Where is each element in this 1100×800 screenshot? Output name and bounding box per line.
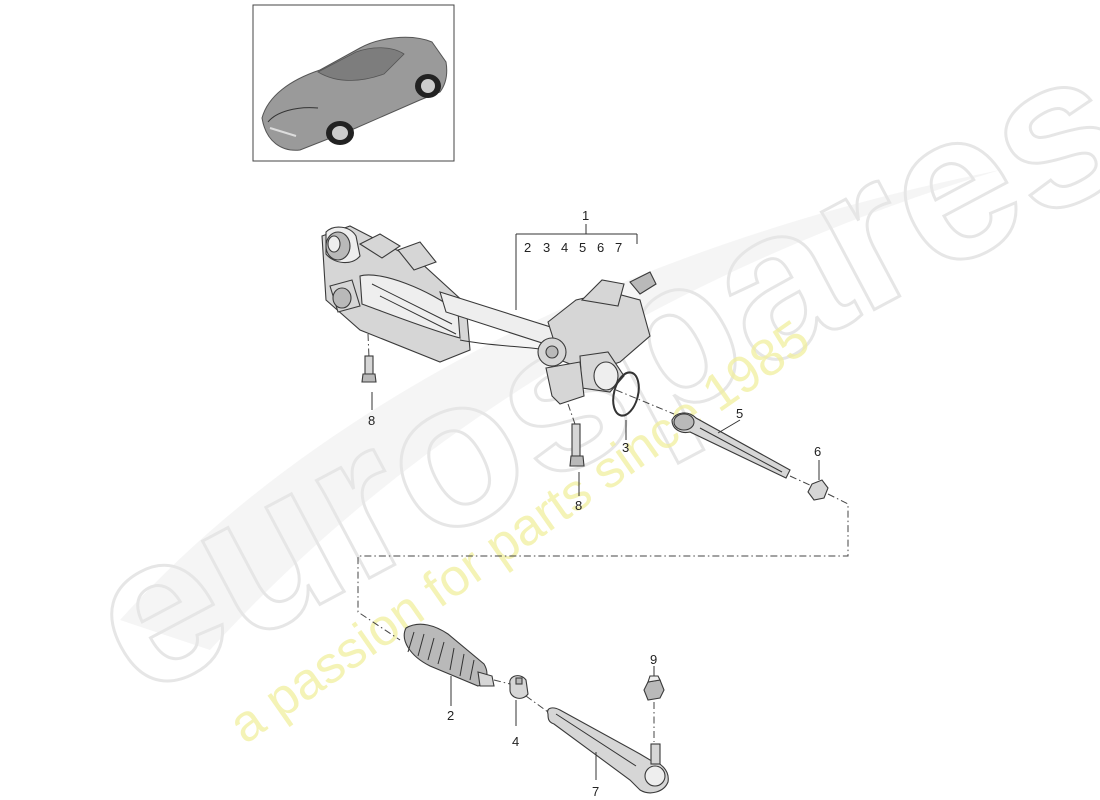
assembly-path <box>357 493 849 641</box>
steering-boot[interactable] <box>403 623 495 687</box>
callout-6: 6 <box>814 444 821 459</box>
group-member-3: 3 <box>543 240 550 255</box>
group-member-2: 2 <box>524 240 531 255</box>
watermark-swoosh <box>120 170 1000 650</box>
vehicle-thumbnail[interactable] <box>252 4 455 162</box>
callout-8-center: 8 <box>575 498 582 513</box>
callout-9: 9 <box>650 652 657 667</box>
group-member-5: 5 <box>579 240 586 255</box>
group-member-6: 6 <box>597 240 604 255</box>
group-member-7: 7 <box>615 240 622 255</box>
group-bracket <box>515 224 638 310</box>
steering-rack[interactable] <box>321 225 657 405</box>
callout-4: 4 <box>512 734 519 749</box>
bolt-center[interactable] <box>567 403 585 467</box>
callout-8-left: 8 <box>368 413 375 428</box>
tie-rod-jam-nut[interactable] <box>789 475 829 501</box>
callout-1: 1 <box>582 208 589 223</box>
boot-clamp[interactable] <box>509 675 529 699</box>
group-member-4: 4 <box>561 240 568 255</box>
bolt-left[interactable] <box>361 333 377 383</box>
o-ring[interactable] <box>609 370 643 418</box>
callout-3: 3 <box>622 440 629 455</box>
inner-tie-rod[interactable] <box>671 412 791 479</box>
callout-5: 5 <box>736 406 743 421</box>
group-member-labels: 2 3 4 5 6 7 <box>524 240 622 255</box>
callout-7: 7 <box>592 784 599 799</box>
ball-joint-nut[interactable] <box>643 675 665 742</box>
callout-2: 2 <box>447 708 454 723</box>
outer-tie-rod-end[interactable] <box>547 707 669 794</box>
car-thumbnail-icon <box>261 36 448 151</box>
